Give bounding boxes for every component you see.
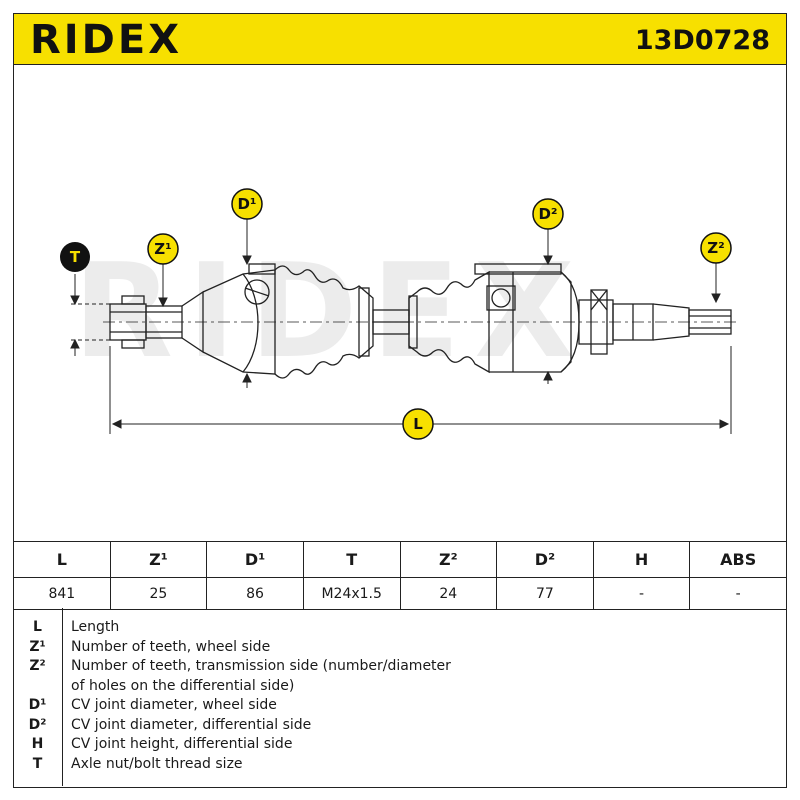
- legend-item: Z² Number of teeth, transmission side (n…: [13, 658, 787, 678]
- legend-text: Axle nut/bolt thread size: [71, 756, 243, 772]
- legend-item: L Length: [13, 619, 787, 639]
- svg-text:Z¹: Z¹: [154, 240, 171, 258]
- legend-item: H CV joint height, differential side: [13, 736, 787, 756]
- spec-header-D2: D²: [496, 541, 594, 578]
- content-frame: [13, 65, 787, 788]
- legend-item: D² CV joint diameter, differential side: [13, 717, 787, 737]
- legend-key: D¹: [28, 697, 47, 713]
- legend-divider: [62, 608, 63, 786]
- legend-key: D²: [28, 717, 47, 733]
- legend-key: T: [32, 756, 43, 772]
- spec-value-Z1: 25: [109, 577, 208, 610]
- legend-item: T Axle nut/bolt thread size: [13, 756, 787, 776]
- spec-value-Z2: 24: [399, 577, 498, 610]
- legend-key: Z²: [29, 658, 46, 674]
- specs-value-row: 841 25 86 M24x1.5 24 77 - -: [13, 577, 787, 610]
- label-badge-L: L: [402, 408, 434, 440]
- legend-text: Length: [71, 619, 120, 635]
- label-badge-D2: D²: [532, 198, 564, 230]
- spec-header-T: T: [302, 541, 401, 578]
- spec-header-D1: D¹: [206, 541, 304, 578]
- part-number: 13D0728: [634, 25, 770, 56]
- spec-value-D1: 86: [206, 577, 304, 610]
- header-bar: RIDEX 13D0728: [13, 13, 787, 65]
- legend-text: CV joint height, differential side: [71, 736, 293, 752]
- legend-key: H: [31, 736, 44, 752]
- spec-header-Z2: Z²: [399, 541, 498, 578]
- label-badge-Z1: Z¹: [147, 233, 179, 265]
- spec-header-L: L: [13, 541, 111, 578]
- specs-table: L Z¹ D¹ T Z² D² H ABS 841 25 86 M24x1.5 …: [13, 541, 787, 610]
- spec-header-Z1: Z¹: [109, 541, 208, 578]
- label-badge-Z2: Z²: [700, 232, 732, 264]
- spec-header-ABS: ABS: [689, 541, 787, 578]
- legend-text: Number of teeth, transmission side (numb…: [71, 658, 451, 674]
- legend-item: D¹ CV joint diameter, wheel side: [13, 697, 787, 717]
- spec-value-D2: 77: [496, 577, 594, 610]
- spec-header-H: H: [592, 541, 691, 578]
- svg-text:Z²: Z²: [707, 239, 724, 257]
- spec-value-L: 841: [13, 577, 111, 610]
- label-badge-T: T: [60, 242, 90, 272]
- legend-text: CV joint diameter, differential side: [71, 717, 312, 733]
- label-badge-D1: D¹: [231, 188, 263, 220]
- legend-key: L: [33, 619, 42, 635]
- spec-value-T: M24x1.5: [302, 577, 401, 610]
- legend-item: of holes on the differential side): [13, 678, 787, 698]
- specs-header-row: L Z¹ D¹ T Z² D² H ABS: [13, 541, 787, 578]
- spec-value-ABS: -: [689, 577, 787, 610]
- shaft-outline: [103, 263, 738, 379]
- svg-text:T: T: [70, 248, 81, 266]
- drive-shaft-drawing: RIDEX: [60, 188, 738, 440]
- svg-text:D²: D²: [538, 205, 557, 223]
- legend-key: Z¹: [29, 639, 46, 655]
- brand-logo: RIDEX: [30, 17, 183, 63]
- legend-text: CV joint diameter, wheel side: [71, 697, 277, 713]
- legend-item: Z¹ Number of teeth, wheel side: [13, 639, 787, 659]
- legend-text: of holes on the differential side): [71, 678, 295, 694]
- spec-value-H: -: [592, 577, 691, 610]
- legend-text: Number of teeth, wheel side: [71, 639, 271, 655]
- legend: L Length Z¹ Number of teeth, wheel side …: [13, 608, 787, 788]
- svg-text:D¹: D¹: [237, 195, 256, 213]
- dimension-lines: [70, 218, 732, 434]
- svg-text:L: L: [413, 415, 423, 433]
